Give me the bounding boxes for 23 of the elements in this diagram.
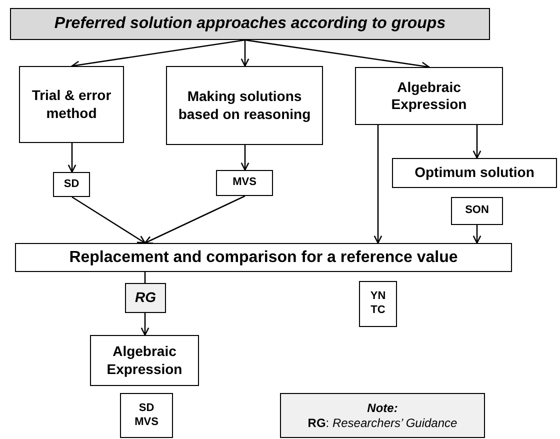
arrow xyxy=(72,196,146,244)
arrow xyxy=(240,145,250,171)
code-box: SD MVS xyxy=(120,393,173,438)
arrow xyxy=(374,125,382,244)
note-box: Note: RG: Researchers’ Guidance xyxy=(280,393,485,438)
process-box: Algebraic Expression xyxy=(355,67,503,125)
guidance-box: RG xyxy=(125,283,166,313)
arrow xyxy=(472,125,482,159)
arrow xyxy=(240,40,250,67)
code-box: SD xyxy=(53,172,90,197)
arrow xyxy=(140,313,150,336)
title-box: Preferred solution approaches according to groups xyxy=(10,8,490,40)
code-box: SON xyxy=(451,197,503,225)
process-box: Making solutions based on reasoning xyxy=(166,66,323,145)
arrow xyxy=(68,143,76,173)
process-box: Algebraic Expression xyxy=(90,335,199,386)
code-box: MVS xyxy=(216,170,273,196)
process-box: Trial & error method xyxy=(19,66,124,143)
arrow xyxy=(144,195,246,244)
process-box: Replacement and comparison for a reference value xyxy=(15,243,512,272)
arrow xyxy=(472,225,482,244)
process-box: Optimum solution xyxy=(392,158,557,188)
code-box: YN TC xyxy=(359,281,397,327)
